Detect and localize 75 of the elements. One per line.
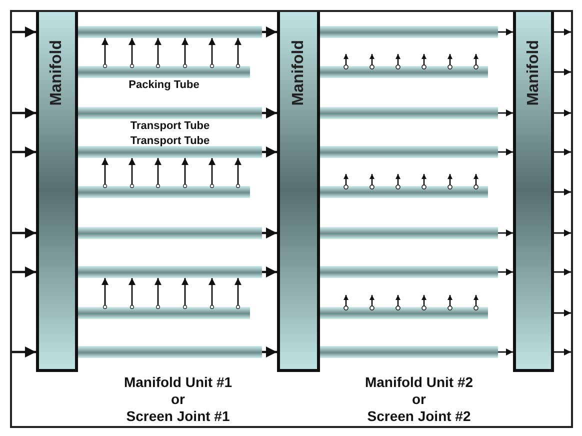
manifold-label: Manifold — [290, 40, 306, 106]
flow-arrow — [262, 346, 277, 358]
flow-arrow — [554, 28, 571, 36]
tube — [320, 266, 498, 278]
flow-arrow — [498, 348, 513, 356]
flow-arrow — [102, 38, 108, 68]
flow-arrow — [498, 148, 513, 156]
tube-label: Transport Tube — [130, 120, 210, 133]
caption-text: Manifold Unit #1 — [124, 374, 232, 391]
flow-arrow — [128, 38, 136, 68]
flow-arrow — [208, 278, 216, 309]
flow-arrow — [234, 278, 242, 309]
flow-arrow — [102, 278, 108, 309]
tube — [320, 186, 488, 198]
caption-text: or — [412, 391, 426, 408]
flow-arrow — [554, 310, 571, 316]
flow-arrow — [234, 158, 242, 188]
flow-arrow — [554, 68, 571, 76]
flow-arrow — [12, 108, 36, 118]
caption-text: Manifold Unit #2 — [364, 374, 474, 391]
flow-arrow — [182, 158, 188, 188]
flow-arrow — [154, 158, 162, 188]
tube-label: Transport Tube — [130, 135, 210, 148]
flow-arrow — [102, 158, 108, 188]
flow-arrow — [12, 146, 36, 158]
manifold-column — [36, 12, 78, 372]
flow-arrow — [554, 230, 571, 236]
tube — [320, 146, 498, 158]
flow-arrow — [262, 26, 277, 38]
flow-arrow — [154, 38, 162, 68]
tube — [320, 66, 488, 78]
flow-arrow — [128, 158, 136, 188]
flow-arrow — [12, 228, 36, 238]
tube — [320, 107, 498, 119]
tube — [78, 186, 250, 198]
tube — [320, 346, 498, 358]
tube — [78, 266, 262, 278]
flow-arrow — [262, 266, 277, 278]
flow-arrow — [12, 26, 36, 38]
tube-label: Packing Tube — [128, 79, 200, 92]
flow-arrow — [498, 268, 513, 276]
caption-text: or — [171, 391, 185, 408]
caption-text: Screen Joint #1 — [126, 408, 230, 425]
flow-arrow — [12, 346, 36, 358]
flow-arrow — [498, 110, 513, 116]
caption-text: Screen Joint #2 — [367, 408, 471, 425]
flow-arrow — [234, 38, 242, 68]
flow-arrow — [554, 268, 571, 276]
flow-arrow — [498, 230, 513, 236]
manifold-label: Manifold — [526, 40, 542, 106]
flow-arrow — [262, 146, 277, 158]
manifold-column — [513, 12, 554, 372]
tube — [78, 227, 262, 239]
flow-arrow — [554, 148, 571, 156]
flow-arrow — [128, 278, 136, 309]
flow-arrow — [12, 266, 36, 278]
flow-arrow — [554, 110, 571, 116]
manifold-column — [277, 12, 320, 372]
tube — [78, 346, 262, 358]
tube — [320, 227, 498, 239]
flow-arrow — [554, 348, 571, 356]
flow-arrow — [182, 38, 188, 68]
tube — [320, 26, 498, 38]
flow-arrow — [262, 228, 277, 238]
tube — [320, 307, 488, 319]
tube — [78, 26, 262, 38]
flow-arrow — [554, 188, 571, 196]
flow-arrow — [498, 28, 513, 36]
flow-arrow — [182, 278, 188, 309]
flow-arrow — [262, 108, 277, 118]
flow-arrow — [208, 158, 216, 188]
tube — [78, 307, 250, 319]
manifold-label: Manifold — [49, 40, 65, 106]
flow-arrow — [208, 38, 216, 68]
flow-arrow — [154, 278, 162, 309]
